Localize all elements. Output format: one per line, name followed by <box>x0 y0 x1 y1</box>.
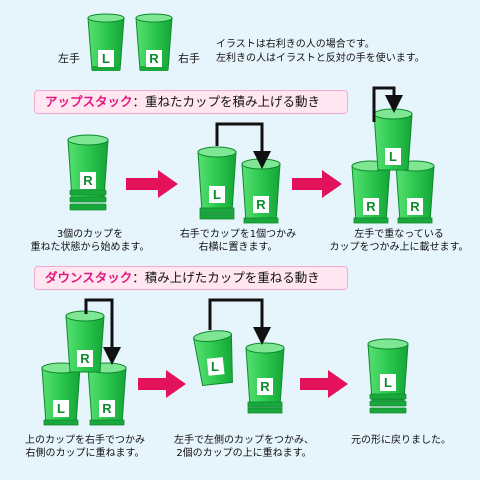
upstack-step1-caption: 3個のカップを 重ねた状態から始めます。 <box>20 228 160 254</box>
downstack-step1-line1: 上のカップを右手でつかみ <box>25 435 145 446</box>
left-hand-label: 左手 <box>58 52 80 65</box>
upstack-step2-line1: 右手でカップを1個つかみ <box>179 229 297 240</box>
downstack-step1-caption: 上のカップを右手でつかみ 右側のカップに重ねます。 <box>10 434 160 460</box>
arrow-down-1 <box>138 370 186 398</box>
downstack-step3-cups <box>367 338 409 414</box>
down3-cup-letter: L <box>384 375 392 390</box>
move-arrow-down-1 <box>84 298 121 365</box>
arrow-up-1 <box>126 170 178 198</box>
up3-cup-left-letter: R <box>366 199 376 214</box>
move-arrow-up-2 <box>215 122 271 169</box>
downstack-banner: ダウンスタック：積み上げたカップを重ねる動き <box>34 266 348 290</box>
upstack-step3-cups <box>351 108 435 224</box>
right-hand-label: 右手 <box>178 52 200 65</box>
downstack-step2-caption: 左手で左側のカップをつかみ、 2個のカップの上に重ねます。 <box>166 434 322 460</box>
downstack-step3-line1: 元の形に戻りました。 <box>351 435 451 446</box>
downstack-title: ダウンスタック <box>45 270 133 285</box>
down2-cup-left-letter: L <box>211 359 219 374</box>
upstack-step2-caption: 右手でカップを1個つかみ 右横に置きます。 <box>168 228 308 254</box>
up2-cup-left-letter: L <box>213 187 221 202</box>
up3-cup-top-letter: L <box>389 149 397 164</box>
legend-note-1: イラストは右利きの人の場合です。 <box>216 39 375 50</box>
downstack-step1-cups <box>41 310 127 426</box>
move-arrow-down-2 <box>208 298 271 345</box>
upstack-desc: ：重ねたカップを積み上げる動き <box>132 94 321 109</box>
upstack-step3-caption: 左手で重なっている カップをつかみ上に載せます。 <box>322 228 476 254</box>
up2-cup-right-letter: R <box>256 197 266 212</box>
legend-cup-left <box>87 13 125 71</box>
up1-cup-letter: R <box>83 173 93 188</box>
legend-cup-right <box>135 13 173 71</box>
up3-cup-right-letter: R <box>410 199 420 214</box>
upstack-step2-line2: 右横に置きます。 <box>198 242 278 253</box>
upstack-step3-line2: カップをつかみ上に載せます。 <box>329 242 469 253</box>
upstack-step1-cups <box>67 134 109 211</box>
upstack-step1-line2: 重ねた状態から始めます。 <box>30 242 150 253</box>
down1-cup-left-letter: L <box>57 401 65 416</box>
arrow-up-2 <box>292 170 342 198</box>
legend-cup-right-letter: R <box>149 51 159 66</box>
legend-note-2: 左利きの人はイラストと反対の手を使います。 <box>216 53 425 64</box>
downstack-step2-line1: 左手で左側のカップをつかみ、 <box>174 435 314 446</box>
upstack-step3-line1: 左手で重なっている <box>354 229 444 240</box>
downstack-step2-line2: 2個のカップの上に重ねます。 <box>176 448 312 459</box>
downstack-desc: ：積み上げたカップを重ねる動き <box>132 270 320 285</box>
upstack-banner: アップスタック：重ねたカップを積み上げる動き <box>34 90 348 114</box>
downstack-step3-caption: 元の形に戻りました。 <box>336 434 466 447</box>
down1-cup-top-letter: R <box>80 351 90 366</box>
upstack-step2-cups <box>197 146 281 224</box>
legend-cup-left-letter: L <box>102 51 110 66</box>
upstack-title: アップスタック <box>45 94 133 109</box>
move-arrow-up-3 <box>372 86 403 122</box>
downstack-step2-cups <box>193 330 285 414</box>
downstack-step1-line2: 右側のカップに重ねます。 <box>25 448 145 459</box>
arrow-down-2 <box>300 370 348 398</box>
down1-cup-right-letter: R <box>102 401 112 416</box>
down2-cup-right-letter: R <box>260 379 270 394</box>
upstack-step1-line1: 3個のカップを <box>56 229 124 240</box>
